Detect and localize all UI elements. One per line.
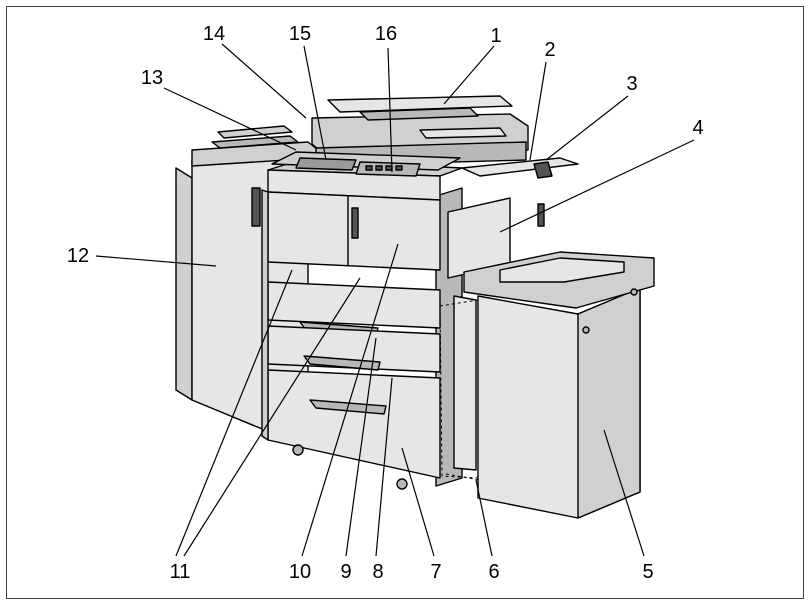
callout-2: 2 <box>544 39 555 61</box>
callout-15: 15 <box>289 23 311 45</box>
callout-8: 8 <box>372 561 383 583</box>
document-feeder <box>311 95 529 167</box>
callout-3: 3 <box>626 73 637 95</box>
callout-11: 11 <box>170 561 191 583</box>
callout-9: 9 <box>340 561 351 583</box>
callout-6: 6 <box>488 561 499 583</box>
keypad-grid <box>365 165 403 171</box>
control-panel <box>271 151 461 177</box>
callout-4: 4 <box>692 117 703 139</box>
callout-14: 14 <box>203 23 225 45</box>
callout-5: 5 <box>642 561 653 583</box>
callout-13: 13 <box>141 67 163 89</box>
callout-10: 10 <box>289 561 311 583</box>
output-tray-right <box>461 157 579 179</box>
callout-1: 1 <box>490 25 501 47</box>
callout-16: 16 <box>375 23 397 45</box>
callout-12: 12 <box>67 245 89 267</box>
diagram-frame <box>6 6 804 599</box>
paper-door-area <box>439 295 481 481</box>
callout-labels: 1 2 3 4 5 6 7 8 9 10 11 12 13 14 15 16 <box>67 23 704 583</box>
callout-7: 7 <box>430 561 441 583</box>
leader-lines <box>95 43 695 557</box>
large-capacity-cassette <box>463 251 655 519</box>
